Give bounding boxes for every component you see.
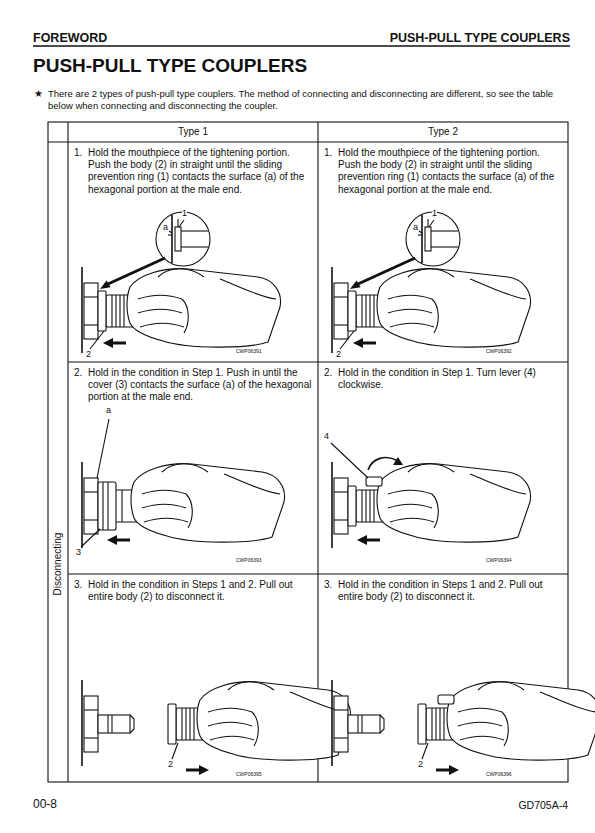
figure-step2-type1 xyxy=(81,419,285,548)
figure-step3-type1 xyxy=(82,680,351,775)
step-text: Hold the mouthpiece of the tightening po… xyxy=(88,147,312,196)
step-number: 3. xyxy=(74,579,88,591)
figure-step2-type2 xyxy=(332,462,348,548)
figure-step2-type1 xyxy=(82,462,98,548)
figure-step1-type1 xyxy=(127,269,281,347)
step-text: Hold in the condition in Step 1. Turn le… xyxy=(338,367,562,391)
figure-step1-type1 xyxy=(179,220,184,227)
figure-step2-type2 xyxy=(366,477,382,486)
figure-code: CWP06392 xyxy=(486,349,546,354)
figure-step3-type2 xyxy=(332,680,348,766)
callout-letter: a xyxy=(413,223,418,232)
step-number: 1. xyxy=(74,147,88,159)
figure-code: CWP06394 xyxy=(486,558,546,563)
figure-code: CWP06391 xyxy=(236,349,296,354)
running-head: PUSH-PULL TYPE COUPLERS xyxy=(350,31,570,46)
figure-step1-type2 xyxy=(429,220,434,227)
figure-step1-type1 xyxy=(82,267,98,353)
figure-step2-type1 xyxy=(131,464,285,542)
figure-step1-type1 xyxy=(100,212,210,289)
figure-step3-type2 xyxy=(332,680,595,775)
row-header: Disconnecting xyxy=(52,514,64,614)
step-text: Hold in the condition in Steps 1 and 2. … xyxy=(88,579,312,603)
figure-step1-type2 xyxy=(353,338,376,348)
running-head: FOREWORD xyxy=(33,31,253,46)
step-number: 2. xyxy=(324,367,338,379)
figure-step2-type2 xyxy=(377,464,531,542)
step-text: Hold in the condition in Step 1. Push in… xyxy=(88,367,312,404)
callout-number: 2 xyxy=(418,760,423,769)
page-title: PUSH-PULL TYPE COUPLERS xyxy=(33,55,573,78)
figure-step2-type1 xyxy=(97,419,109,478)
figure-step1-type2 xyxy=(332,212,531,353)
callout-number: 4 xyxy=(324,432,329,441)
figure-step3-type1 xyxy=(82,680,98,766)
table-grid xyxy=(48,141,568,142)
figure-step1-type1 xyxy=(169,231,172,233)
step-number: 1. xyxy=(324,147,338,159)
callout-number: 2 xyxy=(168,760,173,769)
figure-step3-type2 xyxy=(436,765,459,775)
figure-step2-type2 xyxy=(331,443,368,478)
figure-step1-type2 xyxy=(350,212,460,289)
figure-step3-type1 xyxy=(98,715,134,733)
figure-step3-type1 xyxy=(197,682,351,760)
callout-letter: a xyxy=(106,406,111,415)
table-grid xyxy=(68,573,568,574)
document-code: GD705A-4 xyxy=(448,799,568,812)
figure-step1-type1 xyxy=(103,338,126,348)
figure-step1-type2 xyxy=(419,231,422,233)
page-number: 00-8 xyxy=(33,797,113,811)
step-number: 2. xyxy=(74,367,88,379)
step-text: Hold the mouthpiece of the tightening po… xyxy=(338,147,562,196)
figure-step2-type2 xyxy=(368,458,398,470)
figure-step2-type1 xyxy=(107,535,130,545)
figure-step1-type1 xyxy=(82,212,281,353)
note-text: There are 2 types of push-pull type coup… xyxy=(48,88,570,111)
header-rule xyxy=(33,45,570,47)
figure-code: CWP06395 xyxy=(236,772,296,777)
figure-step3-type2 xyxy=(447,682,595,760)
figure-step1-type2 xyxy=(340,331,354,349)
callout-number: 1 xyxy=(432,209,437,218)
figure-step3-type2 xyxy=(348,715,384,733)
step-text: Hold in the condition in Steps 1 and 2. … xyxy=(338,579,562,603)
figure-step1-type2 xyxy=(377,269,531,347)
callout-number: 2 xyxy=(336,350,341,359)
table-grid xyxy=(317,122,318,782)
step-number: 3. xyxy=(324,579,338,591)
table-grid xyxy=(67,122,68,782)
figure-code: CWP06393 xyxy=(236,558,296,563)
figure-step2-type2 xyxy=(393,457,403,465)
figure-step1-type1 xyxy=(90,331,104,349)
figure-step3-type2 xyxy=(438,695,454,704)
figure-step3-type1 xyxy=(186,765,209,775)
figure-step2-type2 xyxy=(331,443,531,548)
figure-step1-type2 xyxy=(332,267,348,353)
callout-number: 2 xyxy=(86,350,91,359)
figure-step3-type1 xyxy=(172,743,178,759)
column-header: Type 1 xyxy=(68,126,318,138)
table-grid xyxy=(68,361,568,362)
figure-code: CWP06396 xyxy=(486,772,546,777)
figure-step2-type2 xyxy=(357,535,380,545)
figure-step2-type1 xyxy=(81,529,100,547)
note-mark: ★ xyxy=(34,88,48,100)
callout-letter: a xyxy=(163,223,168,232)
figure-step3-type2 xyxy=(422,743,428,759)
column-header: Type 2 xyxy=(318,126,568,138)
callout-number: 1 xyxy=(182,209,187,218)
callout-number: 3 xyxy=(76,548,81,557)
